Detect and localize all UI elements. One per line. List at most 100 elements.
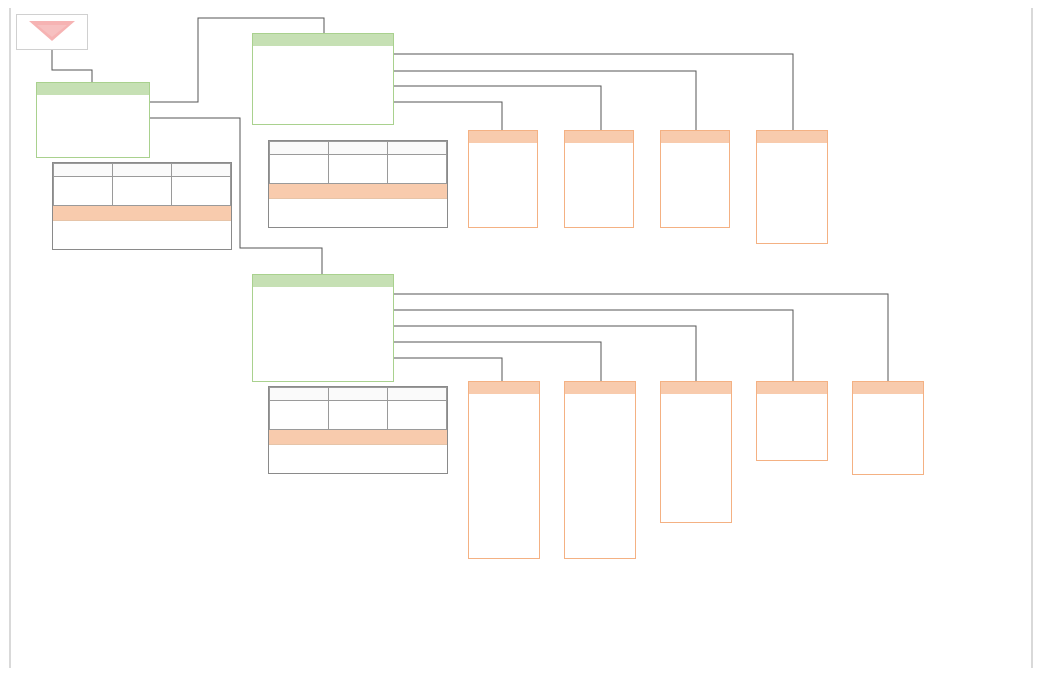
table-header [171, 163, 231, 177]
card-item [661, 205, 729, 221]
card-item [853, 441, 923, 457]
root-row [37, 111, 149, 127]
a-child-card[interactable] [660, 130, 730, 228]
card-item [565, 394, 635, 410]
node-a-row [253, 46, 393, 62]
table-header [328, 141, 388, 155]
node-a-detail-table [268, 140, 448, 228]
card-item [469, 159, 537, 175]
root-detail-table [52, 162, 232, 250]
left-guide-line [9, 8, 11, 668]
b-child-card[interactable] [564, 381, 636, 559]
card-title [757, 382, 827, 394]
card-title [757, 131, 827, 143]
card-item [565, 205, 633, 221]
table-footer [269, 444, 447, 459]
b-child-card[interactable] [660, 381, 732, 523]
card-item [853, 410, 923, 426]
node-b-row [253, 303, 393, 319]
card-item [661, 456, 731, 472]
card-item [661, 159, 729, 175]
card-item [661, 190, 729, 206]
card-item [757, 174, 827, 190]
card-item [661, 503, 731, 519]
card-item [469, 174, 537, 190]
card-item [757, 205, 827, 221]
node-b-detail-table [268, 386, 448, 474]
card-title [661, 382, 731, 394]
card-item [757, 221, 827, 237]
table-header [269, 141, 329, 155]
card-item [469, 205, 537, 221]
card-item [469, 518, 539, 534]
card-item [469, 456, 539, 472]
table-header [269, 387, 329, 401]
brand-logo-icon [29, 21, 75, 41]
table-cell [328, 400, 388, 430]
card-item [565, 425, 635, 441]
card-item [469, 394, 539, 410]
card-item [661, 441, 731, 457]
right-guide-line [1031, 8, 1033, 668]
table-bar [269, 184, 447, 198]
card-item [469, 410, 539, 426]
card-item [661, 394, 731, 410]
card-item [469, 487, 539, 503]
node-a[interactable] [252, 33, 394, 125]
root-row [37, 95, 149, 111]
table-header [387, 387, 447, 401]
root-row [37, 142, 149, 158]
card-item [565, 518, 635, 534]
card-item [469, 534, 539, 550]
card-item [565, 410, 635, 426]
card-item [565, 143, 633, 159]
b-child-card[interactable] [852, 381, 924, 475]
table-header [328, 387, 388, 401]
b-child-card[interactable] [468, 381, 540, 559]
node-b-row [253, 349, 393, 365]
card-item [565, 159, 633, 175]
card-item [565, 190, 633, 206]
table-cell [269, 154, 329, 184]
card-item [469, 190, 537, 206]
node-b[interactable] [252, 274, 394, 382]
node-b-row [253, 318, 393, 334]
card-title [565, 131, 633, 143]
card-item [661, 174, 729, 190]
card-item [565, 456, 635, 472]
a-child-card[interactable] [468, 130, 538, 228]
card-item [757, 159, 827, 175]
card-item [853, 425, 923, 441]
card-item [661, 410, 731, 426]
card-item [469, 425, 539, 441]
card-item [757, 143, 827, 159]
card-item [565, 174, 633, 190]
table-bar [269, 430, 447, 444]
a-child-card[interactable] [564, 130, 634, 228]
card-title [661, 131, 729, 143]
root-node[interactable] [36, 82, 150, 158]
card-title [853, 382, 923, 394]
node-a-title [253, 34, 393, 46]
card-item [661, 143, 729, 159]
card-item [661, 425, 731, 441]
card-item [469, 441, 539, 457]
node-b-title [253, 275, 393, 287]
card-item [469, 503, 539, 519]
card-item [757, 441, 827, 457]
root-link[interactable] [37, 126, 149, 142]
b-child-card[interactable] [756, 381, 828, 461]
table-cell [53, 176, 113, 206]
card-item [757, 410, 827, 426]
table-cell [387, 154, 447, 184]
card-item [565, 534, 635, 550]
table-cell [269, 400, 329, 430]
table-cell [328, 154, 388, 184]
a-child-card[interactable] [756, 130, 828, 244]
table-bar [53, 206, 231, 220]
card-item [565, 487, 635, 503]
table-header [53, 163, 113, 177]
card-item [565, 441, 635, 457]
node-b-row [253, 334, 393, 350]
